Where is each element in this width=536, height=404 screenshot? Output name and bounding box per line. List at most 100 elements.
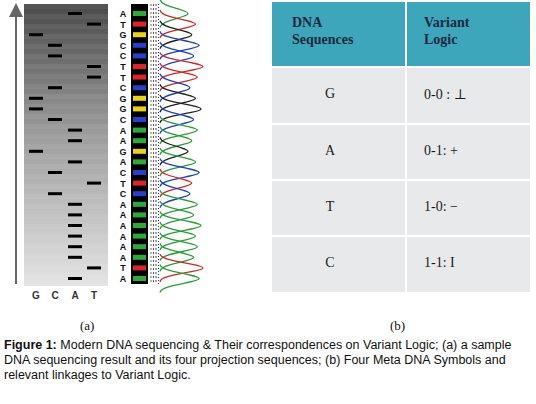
base-call-bar <box>133 106 146 111</box>
table-rule <box>272 179 530 181</box>
gel-stripe <box>24 164 108 169</box>
base-call-bar <box>133 96 146 101</box>
trace-peak <box>160 180 190 208</box>
gel-stripe <box>24 74 108 79</box>
base-letter: A <box>118 210 128 220</box>
base-call-bar <box>133 181 146 186</box>
gel-band <box>48 86 62 89</box>
base-letter: G <box>118 147 128 157</box>
gel-stripe <box>24 64 108 69</box>
gel-stripe <box>24 214 108 219</box>
base-call-bar <box>133 22 146 27</box>
base-letter: G <box>118 94 128 104</box>
table-cell: 0-0 : ⊥ <box>424 86 467 103</box>
table-cell: A <box>300 143 360 159</box>
table-cell: T <box>300 199 360 215</box>
gel-stripe <box>24 234 108 239</box>
base-call-bar <box>133 53 146 58</box>
trace-peak <box>160 84 195 112</box>
gel-stripe <box>24 194 108 199</box>
base-letter: G <box>118 104 128 114</box>
gel-image <box>24 4 108 286</box>
trace-peak <box>160 222 195 250</box>
gel-band <box>48 54 62 57</box>
table-header-cell: DNA Sequences <box>292 14 384 48</box>
table-body <box>272 2 530 292</box>
base-letter: T <box>118 73 128 83</box>
trace-guide <box>158 4 159 284</box>
trace-peak <box>160 63 197 91</box>
gel-stripe <box>24 144 108 149</box>
trace-peak <box>160 265 199 293</box>
base-call-bar <box>133 138 146 143</box>
trace-peak <box>160 42 194 70</box>
gel-band <box>87 182 101 185</box>
table-rule <box>272 66 530 68</box>
gel-stripe <box>24 84 108 89</box>
gel-stripe <box>24 244 108 249</box>
trace-guide <box>153 4 154 284</box>
gel-band <box>48 171 62 174</box>
base-call-bar <box>133 276 146 281</box>
gel-band <box>29 150 43 153</box>
base-call-bars <box>133 11 146 281</box>
table-cell: 1-0: − <box>424 199 458 215</box>
gel-band <box>48 118 62 121</box>
base-letter: A <box>118 200 128 210</box>
gel-band <box>87 23 101 26</box>
gel-stripes <box>24 4 108 279</box>
table-cell: 1-1: I <box>424 255 455 271</box>
base-letter: A <box>118 136 128 146</box>
gel-stripe <box>24 174 108 179</box>
table-rule <box>272 123 530 125</box>
gel-stripe <box>24 204 108 209</box>
base-letter: C <box>118 51 128 61</box>
gel-band <box>48 44 62 47</box>
base-letter: T <box>118 263 128 273</box>
base-call-bar <box>133 11 146 16</box>
trace-peak <box>160 95 201 123</box>
base-letter: A <box>118 232 128 242</box>
base-call-bar <box>133 43 146 48</box>
lane-label: A <box>69 290 81 301</box>
table-cell: 0-1: + <box>424 143 458 159</box>
base-letter: C <box>118 115 128 125</box>
base-letter: A <box>118 157 128 167</box>
gel-stripe <box>24 114 108 119</box>
read-direction-arrow <box>15 10 17 284</box>
figure-caption: Figure 1: Modern DNA sequencing & Their … <box>4 338 530 383</box>
base-letter: T <box>118 62 128 72</box>
table-cell: G <box>300 86 360 102</box>
gel-stripe <box>24 274 108 279</box>
gel-band <box>68 256 82 259</box>
base-call-bar <box>133 64 146 69</box>
gel-stripe <box>24 134 108 139</box>
lane-label: T <box>88 290 100 301</box>
base-call-bar <box>133 191 146 196</box>
panel-label: (b) <box>390 318 405 334</box>
gel-band <box>68 235 82 238</box>
trace-peak <box>160 148 195 176</box>
lane-label: C <box>49 290 61 301</box>
gel-band <box>87 266 101 269</box>
table-header <box>272 2 530 67</box>
gel-stripe <box>24 254 108 259</box>
trace-peak <box>160 233 197 261</box>
gel-stripe <box>24 94 108 99</box>
base-call-bar <box>133 223 146 228</box>
table-rule <box>405 2 407 292</box>
table-rule <box>272 235 530 237</box>
base-letter: A <box>118 126 128 136</box>
gel-band <box>29 107 43 110</box>
table-header-cell: Variant Logic <box>424 14 504 48</box>
gel-stripe <box>24 34 108 39</box>
gel-stripe <box>24 154 108 159</box>
base-letter: C <box>118 189 128 199</box>
base-call-strip <box>131 4 148 284</box>
base-call-bar <box>133 75 146 80</box>
trace-peak <box>160 137 188 165</box>
base-call-bar <box>133 265 146 270</box>
gel-bands <box>29 12 101 280</box>
gel-band <box>68 245 82 248</box>
gel-band <box>29 33 43 36</box>
